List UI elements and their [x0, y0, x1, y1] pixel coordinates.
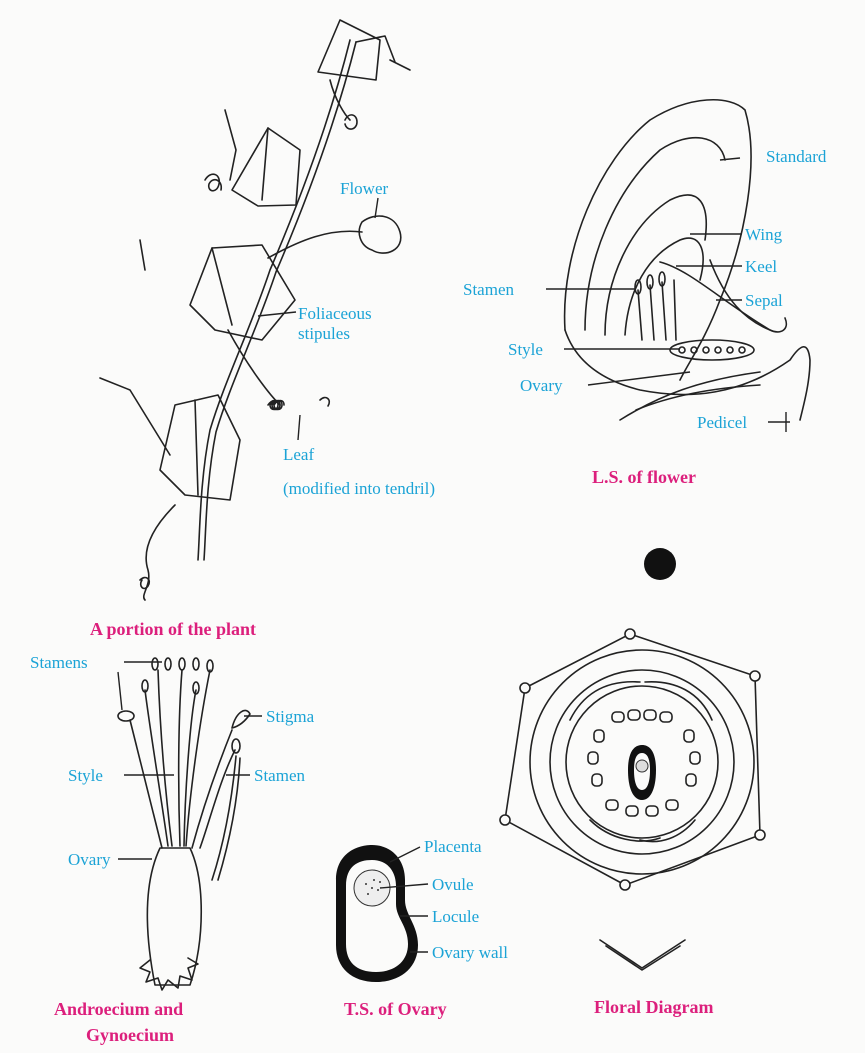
ovary-leader-ls: [588, 372, 690, 385]
stipules-leader: [258, 312, 296, 316]
label-pedicel: Pedicel: [697, 414, 747, 431]
label-stamens: Stamens: [30, 654, 88, 671]
standard-leader: [720, 158, 740, 160]
caption-ls-flower: L.S. of flower: [592, 468, 696, 488]
label-foliaceous: Foliaceous: [298, 305, 372, 322]
caption-floral-diagram: Floral Diagram: [594, 998, 713, 1018]
label-flower: Flower: [340, 180, 388, 197]
caption-gynoecium: Gynoecium: [86, 1026, 174, 1046]
label-ovary-wall: Ovary wall: [432, 944, 508, 961]
caption-plant-portion: A portion of the plant: [90, 620, 256, 640]
caption-ts-ovary: T.S. of Ovary: [344, 1000, 447, 1020]
label-sepal: Sepal: [745, 292, 783, 309]
label-style-ag: Style: [68, 767, 103, 784]
leaf-leader: [298, 415, 300, 440]
caption-androecium: Androecium and: [54, 1000, 183, 1020]
androecium-gynoecium-drawing: [118, 658, 250, 990]
flower-leader: [375, 198, 378, 218]
label-ovule: Ovule: [432, 876, 474, 893]
label-stamen-ls: Stamen: [463, 281, 514, 298]
label-locule: Locule: [432, 908, 479, 925]
stamens-leader-2: [118, 672, 122, 710]
label-stamen-ag: Stamen: [254, 767, 305, 784]
mother-axis-dot: [644, 548, 676, 580]
label-stipules: stipules: [298, 325, 350, 342]
label-stigma: Stigma: [266, 708, 314, 725]
floral-diagram-drawing: [500, 629, 765, 970]
label-wing: Wing: [745, 226, 782, 243]
label-keel: Keel: [745, 258, 777, 275]
ts-ovary-drawing: [336, 845, 418, 982]
label-style-ls: Style: [508, 341, 543, 358]
label-leaf-modified: (modified into tendril): [283, 480, 435, 497]
label-leaf: Leaf: [283, 446, 314, 463]
label-standard: Standard: [766, 148, 826, 165]
label-ovary-ag: Ovary: [68, 851, 110, 868]
label-placenta: Placenta: [424, 838, 482, 855]
label-ovary-ls: Ovary: [520, 377, 562, 394]
